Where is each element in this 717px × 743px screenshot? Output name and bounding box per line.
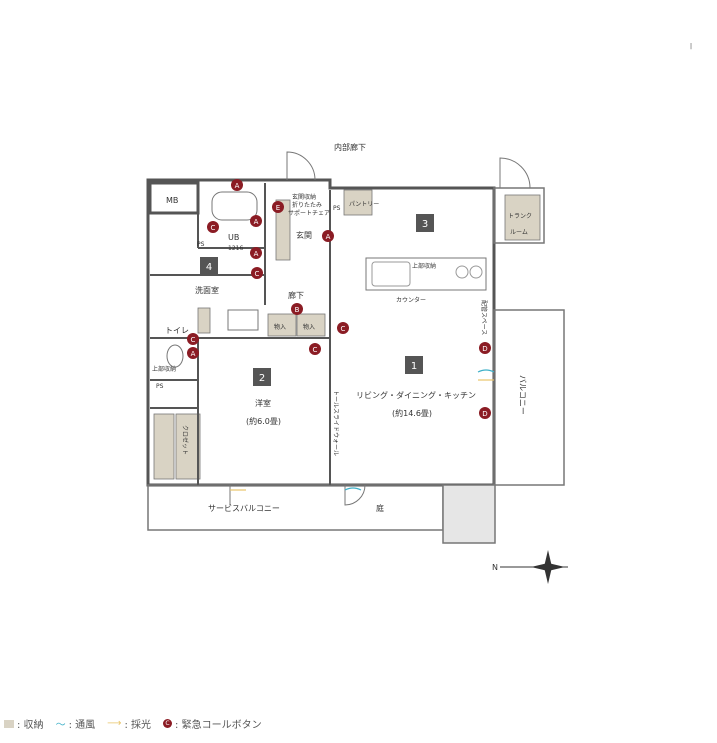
room-number-tag (253, 368, 271, 386)
call-button-marker (207, 221, 219, 233)
washbasin (227, 309, 259, 331)
call-button-marker (479, 407, 491, 419)
ub-label: UB (228, 233, 239, 242)
lighting-icon: ⟶ (107, 718, 122, 729)
compass-icon: N (492, 550, 568, 584)
balcony-outline (147, 187, 565, 544)
call-button-marker (187, 347, 199, 359)
trunk-room-label: トランク (508, 213, 532, 220)
western-room-label: 洋室 (255, 398, 271, 408)
trunk-room-label-2: ルーム (510, 229, 528, 236)
toilet-upper-storage-label: 上部収納 (152, 365, 176, 373)
toilet-fixture (166, 344, 184, 368)
mb-label: MB (166, 196, 178, 205)
room-number-tag (405, 356, 423, 374)
kitchen-sink (371, 261, 411, 287)
north-label: N (492, 563, 498, 572)
legend-lighting-text: : 採光 (124, 720, 152, 731)
piping-space-label: 配管スペース (480, 300, 488, 335)
stove-burner-icon (455, 265, 469, 279)
room-number: 3 (422, 219, 428, 230)
slide-wall-label: トールスライドウォール (332, 390, 340, 456)
call-button-letter: C (211, 224, 216, 232)
room-number: 2 (259, 373, 265, 384)
call-button-marker (251, 267, 263, 279)
service-balcony-label: サービスバルコニー (208, 504, 280, 513)
call-button-marker (322, 230, 334, 242)
room-number-tag (200, 257, 218, 275)
doors (229, 151, 531, 506)
call-button-letter: A (191, 350, 196, 358)
call-button-marker (231, 179, 243, 191)
call-button-marker (187, 333, 199, 345)
call-button-letter: A (254, 250, 259, 258)
ps-label: PS (197, 241, 205, 248)
legend-call-button: C : 緊急コールボタン (163, 716, 262, 731)
kitchen-upper-storage-label: 上部収納 (412, 262, 436, 270)
ub-size-label: 1216 (228, 245, 243, 252)
call-button-letter: D (482, 345, 487, 353)
pantry-label: パントリー (349, 201, 379, 208)
call-button-letter: C (255, 270, 260, 278)
corner-mark: | (690, 43, 692, 50)
call-button-marker (309, 343, 321, 355)
call-button-marker (291, 303, 303, 315)
storage-areas (153, 189, 541, 480)
call-button-marker (272, 201, 284, 213)
garden-label: 庭 (376, 503, 384, 513)
ldk-size-label: (約14.6畳) (392, 408, 432, 418)
call-button-letter: B (295, 306, 300, 314)
closet-label: クロゼット (181, 425, 189, 455)
legend-ventilation-text: : 通風 (68, 720, 96, 731)
ldk-label: リビング・ダイニング・キッチン (356, 390, 476, 400)
call-button-letter: A (326, 233, 331, 241)
call-button-letter: E (276, 204, 280, 212)
storage-label-2: 物入 (303, 323, 315, 331)
call-button-marker (250, 215, 262, 227)
call-button-letter: A (235, 182, 240, 190)
toilet-label: トイレ (165, 326, 189, 335)
counter-label: カウンター (396, 296, 426, 304)
genkan-storage-label: 玄関収納 (292, 193, 316, 201)
hallway-label: 廊下 (288, 290, 304, 300)
storage-swatch (4, 719, 14, 728)
genkan-storage-label-3: サポートチェア (288, 209, 330, 217)
call-button-letter: C (313, 346, 318, 354)
room-number-tag (416, 214, 434, 232)
call-button-marker (250, 247, 262, 259)
ventilation-marks (230, 369, 495, 491)
inner-corridor-label: 内部廊下 (334, 142, 366, 152)
call-button-letter: D (482, 410, 487, 418)
room-number-tags: 1 2 3 4 (200, 214, 434, 386)
genkan-storage-label-2: 折りたたみ (292, 201, 322, 209)
balcony-label: バルコニー (518, 375, 527, 415)
room-number: 1 (411, 361, 417, 372)
call-buttons: A A A A A B C C C C C C D D E (187, 179, 491, 419)
washroom-label: 洗面室 (195, 285, 219, 295)
kitchen-counter (365, 257, 487, 291)
call-button-letter: C (191, 336, 196, 344)
legend: : 収納 〜 : 通風 ⟶ : 採光 C : 緊急コールボタン (4, 716, 270, 731)
call-button-letter: A (254, 218, 259, 226)
call-button-icon: C (163, 719, 173, 728)
stove-burner-icon (469, 265, 483, 279)
legend-storage: : 収納 (4, 716, 44, 731)
ps-label: PS (156, 383, 164, 390)
genkan-label: 玄関 (296, 230, 312, 240)
call-button-marker (479, 342, 491, 354)
legend-storage-text: : 収納 (17, 720, 44, 731)
legend-call-button-text: : 緊急コールボタン (175, 720, 262, 731)
ventilation-icon: 〜 (55, 720, 66, 731)
storage-label: 物入 (274, 323, 286, 331)
ps-label: PS (333, 205, 341, 212)
western-room-size-label: (約6.0畳) (246, 416, 281, 426)
call-button-letter: C (341, 325, 346, 333)
legend-lighting: ⟶ : 採光 (107, 716, 151, 731)
call-button-marker (337, 322, 349, 334)
legend-ventilation: 〜 : 通風 (56, 716, 96, 731)
room-number: 4 (206, 262, 212, 273)
bathtub (211, 191, 258, 221)
